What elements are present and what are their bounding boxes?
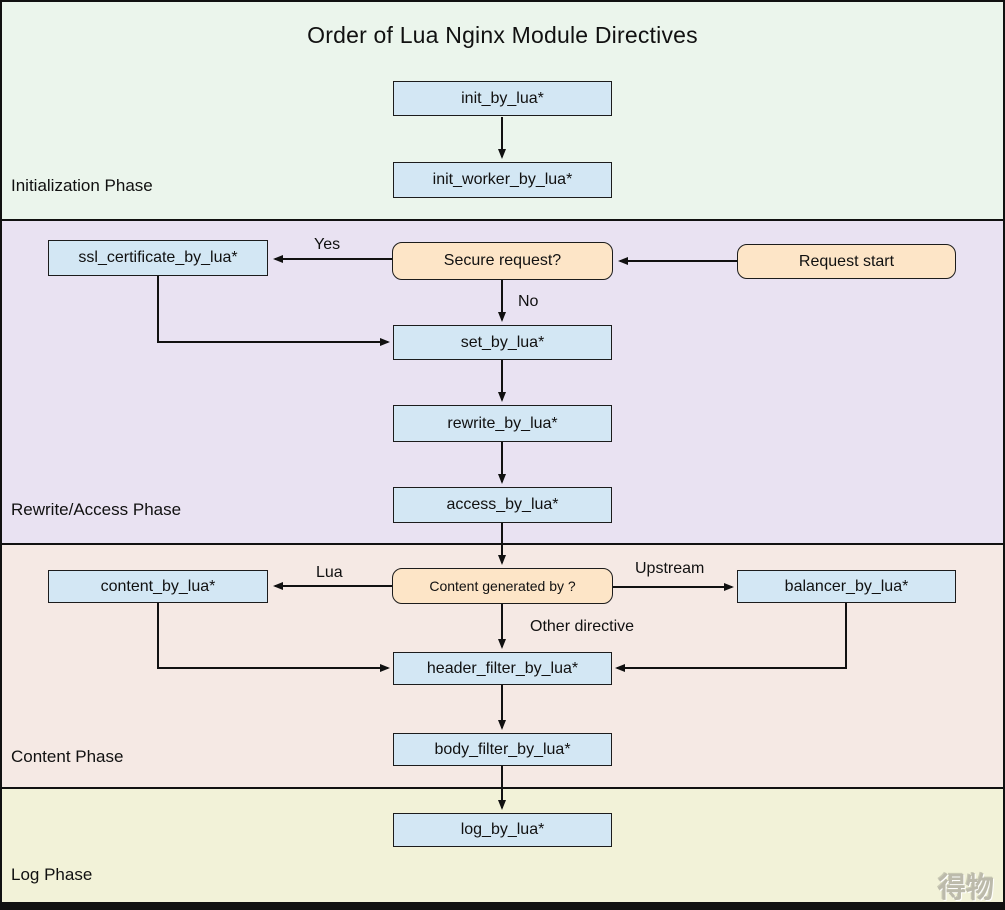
node-header-filter-by-lua: header_filter_by_lua*: [393, 652, 612, 685]
phase-divider: [0, 543, 1005, 545]
edge-label-lua: Lua: [316, 564, 343, 581]
node-set-by-lua: set_by_lua*: [393, 325, 612, 360]
diagram-title: Order of Lua Nginx Module Directives: [307, 22, 698, 48]
node-access-by-lua: access_by_lua*: [393, 487, 612, 523]
node-ssl-certificate-by-lua: ssl_certificate_by_lua*: [48, 240, 268, 276]
watermark-text: 得物: [938, 872, 995, 903]
phase-label-content: Content Phase: [11, 747, 124, 766]
node-balancer-by-lua: balancer_by_lua*: [737, 570, 956, 603]
decision-secure-request: Secure request?: [392, 242, 613, 280]
node-init-worker-by-lua: init_worker_by_lua*: [393, 162, 612, 198]
phase-divider: [0, 787, 1005, 789]
node-rewrite-by-lua: rewrite_by_lua*: [393, 405, 612, 442]
node-body-filter-by-lua: body_filter_by_lua*: [393, 733, 612, 766]
phase-divider: [0, 219, 1005, 221]
phase-label-initialization: Initialization Phase: [11, 176, 153, 195]
phase-label-rewrite-access: Rewrite/Access Phase: [11, 500, 182, 519]
node-log-by-lua: log_by_lua*: [393, 813, 612, 847]
node-content-by-lua: content_by_lua*: [48, 570, 268, 603]
phase-label-log: Log Phase: [11, 865, 93, 884]
node-init-by-lua: init_by_lua*: [393, 81, 612, 116]
node-request-start: Request start: [737, 244, 956, 279]
edge-label-other-directive: Other directive: [530, 618, 635, 635]
decision-content-generated-by: Content generated by ?: [392, 568, 613, 604]
edge-label-no: No: [518, 293, 539, 310]
edge-label-yes: Yes: [314, 236, 341, 253]
edge-label-upstream: Upstream: [635, 560, 705, 577]
